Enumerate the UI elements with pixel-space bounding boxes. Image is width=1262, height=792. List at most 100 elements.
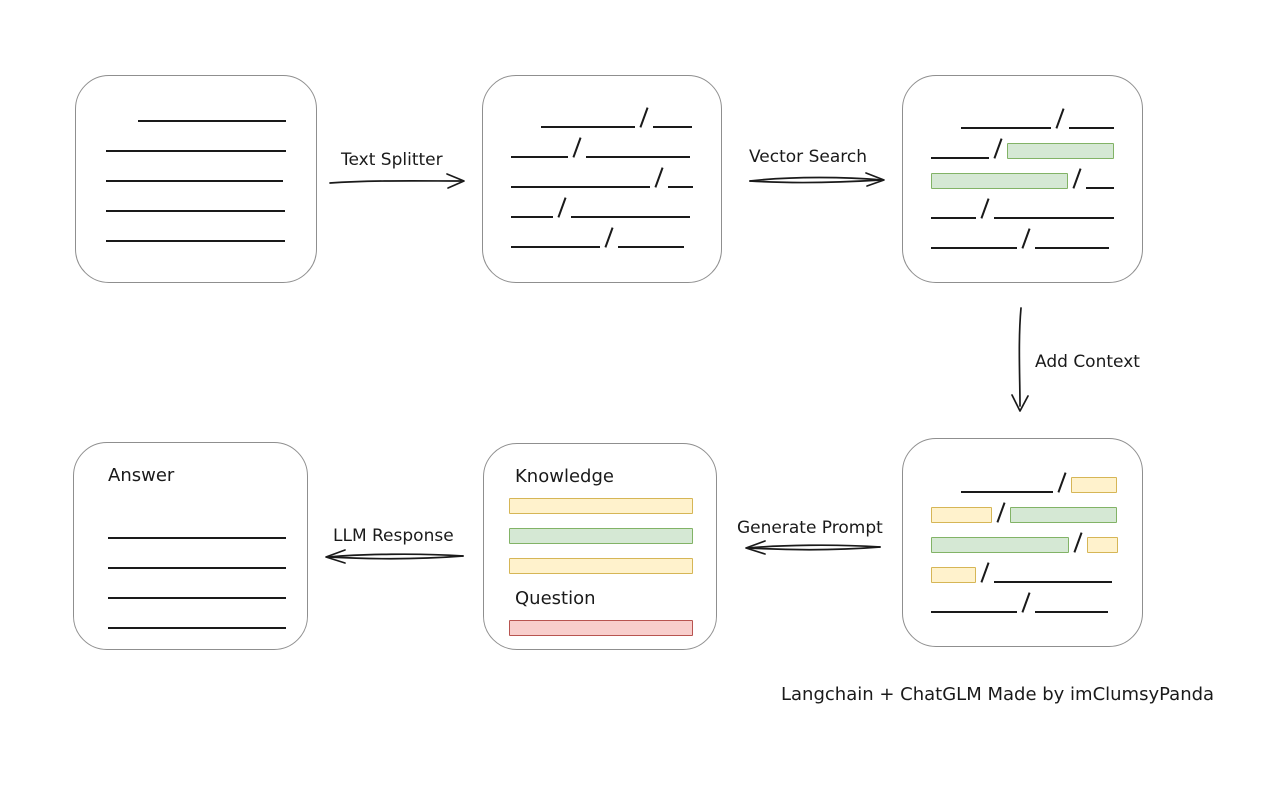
- text-line: [108, 597, 286, 599]
- generate-prompt-label: Generate Prompt: [737, 518, 883, 538]
- text-line: [108, 537, 286, 539]
- text-line: [931, 247, 1017, 249]
- llm-response-label: LLM Response: [333, 526, 454, 546]
- chunk-row: [931, 129, 1142, 159]
- chunk-row: [106, 212, 316, 242]
- slash-separator: [996, 502, 1006, 523]
- text-line: [511, 186, 650, 188]
- slash-separator: [654, 167, 664, 188]
- text-line: [571, 216, 690, 218]
- slash-separator: [1057, 472, 1067, 493]
- slash-separator: [1021, 592, 1031, 613]
- chunk-row: [931, 523, 1142, 553]
- context-chunk-lines: [903, 439, 1142, 613]
- chunk-row: [511, 158, 721, 188]
- text-line: [931, 157, 989, 159]
- text-line: [961, 127, 1051, 129]
- answer-lines: [108, 509, 307, 629]
- answer-label: Answer: [108, 465, 175, 486]
- question-label: Question: [515, 588, 596, 609]
- knowledge-chunk-bar: [509, 558, 693, 574]
- node-text-chunks: [482, 75, 722, 283]
- generate-prompt-arrow-icon: [745, 540, 881, 555]
- chunk-row: [931, 189, 1142, 219]
- chunk-row: [108, 599, 307, 629]
- chunk-row: [931, 553, 1142, 583]
- slash-separator: [572, 137, 582, 158]
- chunk-row: [931, 493, 1142, 523]
- indent-spacer: [931, 128, 961, 129]
- node-source-document: [75, 75, 317, 283]
- text-line: [994, 217, 1114, 219]
- chunk-row: [108, 539, 307, 569]
- chunk-row: [511, 188, 721, 218]
- chunk-row: [108, 509, 307, 539]
- text-splitter-label: Text Splitter: [341, 150, 443, 170]
- chunk-row: [931, 463, 1142, 493]
- text-line: [511, 246, 600, 248]
- text-line: [668, 186, 693, 188]
- slash-separator: [557, 197, 567, 218]
- text-line: [618, 246, 684, 248]
- green-chunk-highlight: [931, 173, 1068, 189]
- chunk-row: [511, 98, 721, 128]
- slash-separator: [1072, 168, 1082, 189]
- llm-response-arrow-icon: [325, 549, 464, 564]
- text-line: [541, 126, 635, 128]
- chunk-row: [106, 182, 316, 212]
- text-line: [108, 627, 286, 629]
- text-splitter-arrow-icon: [329, 173, 465, 189]
- slash-separator: [1021, 228, 1031, 249]
- text-line: [1086, 187, 1114, 189]
- chunk-row: [106, 152, 316, 182]
- question-bar: [509, 620, 693, 636]
- text-line: [1035, 611, 1108, 613]
- yellow-chunk-highlight: [931, 567, 976, 583]
- vector-search-label: Vector Search: [749, 147, 867, 167]
- chunk-row: [106, 92, 316, 122]
- document-lines: [76, 76, 316, 242]
- text-line: [1069, 127, 1114, 129]
- text-line: [653, 126, 692, 128]
- yellow-chunk-highlight: [931, 507, 992, 523]
- slash-separator: [980, 198, 990, 219]
- slash-separator: [604, 227, 614, 248]
- node-context-chunks: [902, 438, 1143, 647]
- chunk-row: [511, 128, 721, 158]
- slash-separator: [1073, 532, 1083, 553]
- text-line: [106, 240, 285, 242]
- text-line: [106, 180, 283, 182]
- green-chunk-highlight: [1010, 507, 1117, 523]
- text-line: [994, 581, 1112, 583]
- text-line: [106, 150, 286, 152]
- node-answer: Answer: [73, 442, 308, 650]
- matched-chunk-lines: [903, 76, 1142, 249]
- text-line: [586, 156, 690, 158]
- text-line: [138, 120, 286, 122]
- green-chunk-highlight: [931, 537, 1069, 553]
- slash-separator: [993, 138, 1003, 159]
- text-line: [106, 210, 285, 212]
- knowledge-label: Knowledge: [515, 466, 614, 487]
- text-line: [931, 217, 976, 219]
- slash-separator: [639, 107, 649, 128]
- text-line: [108, 567, 286, 569]
- node-prompt: Knowledge Question: [483, 443, 717, 650]
- knowledge-chunk-bar: [509, 498, 693, 514]
- chunk-row: [931, 99, 1142, 129]
- green-chunk-highlight: [1007, 143, 1114, 159]
- yellow-chunk-highlight: [1071, 477, 1117, 493]
- add-context-label: Add Context: [1035, 352, 1140, 372]
- chunk-lines: [483, 76, 721, 248]
- chunk-row: [108, 569, 307, 599]
- slash-separator: [980, 562, 990, 583]
- chunk-row: [511, 218, 721, 248]
- chunk-row: [106, 122, 316, 152]
- node-matched-chunks: [902, 75, 1143, 283]
- text-line: [1035, 247, 1109, 249]
- yellow-chunk-highlight: [1087, 537, 1118, 553]
- caption: Langchain + ChatGLM Made by imClumsyPand…: [781, 684, 1215, 705]
- indent-spacer: [931, 492, 961, 493]
- knowledge-chunk-bar: [509, 528, 693, 544]
- chunk-row: [931, 583, 1142, 613]
